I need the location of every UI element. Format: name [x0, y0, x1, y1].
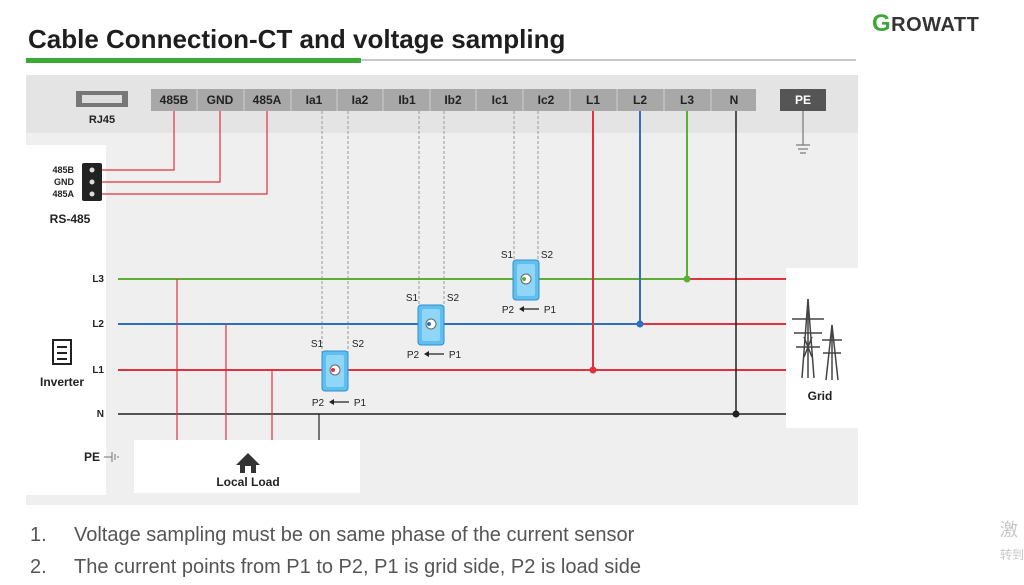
note-text: The current points from P1 to P2, P1 is … — [74, 556, 641, 578]
grid-box — [786, 268, 858, 428]
inverter-icon — [52, 339, 72, 365]
ct-l2-s1: S1 — [406, 293, 419, 304]
rs485-pin-labels: 485B GND 485A — [52, 165, 74, 199]
terminal-l2: L2 — [633, 93, 647, 107]
terminal-strip — [151, 89, 756, 111]
terminal-n: N — [730, 93, 739, 107]
house-icon — [236, 453, 260, 473]
ct-l3-p2: P2 — [502, 305, 515, 316]
line-label-l2: L2 — [92, 319, 104, 330]
pe-ground-icon — [104, 452, 119, 462]
l3-junction — [683, 275, 691, 283]
rs485-pin-485b: 485B — [52, 165, 74, 175]
n-junction — [732, 410, 740, 418]
line-label-l1: L1 — [92, 365, 104, 376]
rs485-wires — [102, 111, 268, 195]
growatt-logo: GROWATT — [872, 10, 979, 38]
title-rule — [26, 59, 856, 61]
rs485-pin-gnd: GND — [54, 177, 75, 187]
terminal-ia1: Ia1 — [306, 93, 323, 107]
ct-sensor-l1: S1 S2 P2 P1 — [311, 339, 367, 409]
terminal-l3: L3 — [680, 93, 694, 107]
logo-rest: ROWATT — [891, 14, 980, 36]
terminal-ib1: Ib1 — [398, 93, 416, 107]
overlay-text-1: 激 — [1000, 520, 1018, 541]
inverter-label: Inverter — [40, 375, 84, 389]
ct-l1-s2: S2 — [352, 339, 365, 350]
terminal-ia2: Ia2 — [352, 93, 369, 107]
terminal-labels: 485B GND 485A Ia1 Ia2 Ib1 Ib2 Ic1 Ic2 L1… — [160, 93, 739, 107]
title-rule-accent — [26, 58, 361, 63]
ct-l3-arrowhead — [519, 306, 524, 312]
wiring-diagram: RJ45 485B GND 485A Ia1 Ia2 Ib1 Ib2 Ic1 I… — [26, 75, 858, 505]
notes-list: 1. Voltage sampling must be on same phase… — [30, 519, 641, 583]
note-item: 2. The current points from P1 to P2, P1 i… — [30, 551, 641, 583]
terminal-l1: L1 — [586, 93, 600, 107]
grid-label: Grid — [808, 389, 833, 403]
rs485-pins — [89, 167, 95, 197]
ct-sensor-l2: S1 S2 P2 P1 — [406, 293, 462, 361]
ct-sense-leads — [321, 111, 539, 353]
terminal-gnd: GND — [207, 93, 234, 107]
terminal-ic2: Ic2 — [538, 93, 555, 107]
terminal-ib2: Ib2 — [444, 93, 462, 107]
ct-l1-s1: S1 — [311, 339, 324, 350]
pe-terminal — [780, 89, 826, 111]
terminal-ic1: Ic1 — [492, 93, 509, 107]
overlay-text-2: 转到 — [1000, 548, 1024, 562]
ct-l2-p1: P1 — [449, 350, 462, 361]
note-text: Voltage sampling must be on same phase o… — [74, 524, 635, 546]
line-labels: L3 L2 L1 N — [92, 274, 104, 420]
ct-l1-arrowhead — [329, 399, 334, 405]
line-label-l3: L3 — [92, 274, 104, 285]
l2-junction — [636, 320, 644, 328]
ct-l2-s2: S2 — [447, 293, 460, 304]
ct-sensor-l3: S1 S2 P2 P1 — [501, 250, 557, 316]
ct-l3-s1: S1 — [501, 250, 514, 261]
rs485-label: RS-485 — [50, 212, 91, 226]
ground-symbol — [796, 111, 810, 154]
ct-l1-p2: P2 — [312, 398, 325, 409]
note-number: 1. — [30, 524, 47, 546]
ct-l3-s2: S2 — [541, 250, 554, 261]
rj45-label: RJ45 — [89, 114, 115, 126]
ct-l3-p1: P1 — [544, 305, 557, 316]
ct-l1-p1: P1 — [354, 398, 367, 409]
local-load-label: Local Load — [216, 475, 279, 489]
l1-junction — [589, 366, 597, 374]
pe-label: PE — [84, 450, 100, 464]
logo-initial: G — [872, 10, 892, 37]
ct-l2-arrowhead — [424, 351, 429, 357]
note-number: 2. — [30, 556, 47, 578]
transmission-tower-icon — [792, 298, 842, 381]
terminal-485a: 485A — [253, 93, 282, 107]
terminal-dividers — [196, 89, 712, 111]
rj45-slot — [82, 95, 122, 103]
line-label-n: N — [97, 409, 104, 420]
inverter-box — [26, 145, 106, 495]
terminal-485b: 485B — [160, 93, 189, 107]
slide-title: Cable Connection-CT and voltage sampling — [28, 24, 566, 54]
ct-l2-p2: P2 — [407, 350, 420, 361]
diagram-background — [26, 75, 858, 505]
rs485-pin-485a: 485A — [52, 189, 74, 199]
pe-terminal-label: PE — [795, 93, 811, 107]
note-item: 1. Voltage sampling must be on same phase… — [30, 519, 641, 551]
